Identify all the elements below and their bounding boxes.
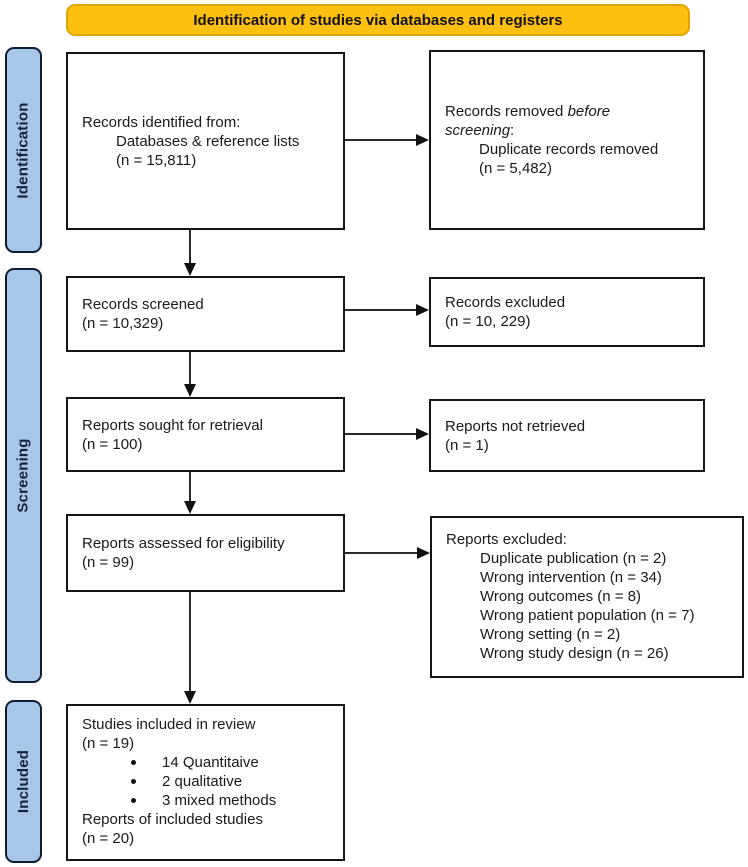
box-reports-excluded-reasons: Reports excluded: Duplicate publication … <box>430 516 744 678</box>
study-type-bullet: 14 Quantitaive <box>82 753 331 772</box>
studies-included-count1: (n = 19) <box>82 735 135 752</box>
arrow-assessed-to-included-head <box>184 691 196 704</box>
arrow-identified-to-removed-head <box>416 134 429 146</box>
excluded-reason: Wrong outcomes (n = 8) <box>480 588 642 605</box>
records-removed-detail: Duplicate records removed <box>479 141 659 158</box>
box-reports-assessed: Reports assessed for eligibility (n = 99… <box>66 514 345 592</box>
box-records-screened: Records screened (n = 10,329) <box>66 276 345 352</box>
excluded-reason: Wrong patient population (n = 7) <box>480 607 695 624</box>
studies-included-count2: (n = 20) <box>82 830 135 847</box>
records-excluded-count: (n = 10, 229) <box>445 313 531 330</box>
records-removed-line2: screening: <box>445 122 515 139</box>
arrow-screened-to-sought-head <box>184 384 196 397</box>
box-reports-sought: Reports sought for retrieval (n = 100) <box>66 397 345 472</box>
studies-included-bullet-list: 14 Quantitaive 2 qualitative 3 mixed met… <box>82 753 331 810</box>
reports-not-retrieved-count: (n = 1) <box>445 436 489 454</box>
stage-label-included-text: Included <box>15 749 32 814</box>
box-records-excluded: Records excluded (n = 10, 229) <box>429 277 705 347</box>
reports-excluded-reason-list: Duplicate publication (n = 2) Wrong inte… <box>446 549 730 663</box>
arrow-screened-to-excluded-line <box>345 309 419 311</box>
stage-label-identification-text: Identification <box>15 101 33 199</box>
arrow-assessed-to-excludedreasons-head <box>417 547 430 559</box>
arrow-assessed-to-excludedreasons-line <box>345 552 420 554</box>
reports-sought-count: (n = 100) <box>82 435 143 453</box>
studies-included-line2: Reports of included studies <box>82 811 263 828</box>
records-screened-count: (n = 10,329) <box>82 315 164 332</box>
arrow-screened-to-sought-line <box>189 352 191 386</box>
arrow-sought-to-assessed-line <box>189 472 191 503</box>
records-identified-count: (n = 15,811) <box>116 151 197 169</box>
stage-label-identification: Identification <box>5 47 42 253</box>
stage-label-screening: Screening <box>5 268 42 683</box>
excluded-reason: Wrong study design (n = 26) <box>480 645 669 662</box>
study-type-bullet: 2 qualitative <box>82 772 331 791</box>
arrow-sought-to-notretrieved-head <box>416 428 429 440</box>
arrow-sought-to-assessed-head <box>184 501 196 514</box>
records-excluded-line1: Records excluded <box>445 294 566 311</box>
box-records-identified: Records identified from: Databases & ref… <box>66 52 345 230</box>
arrow-identified-to-screened-head <box>184 263 196 276</box>
stage-label-included: Included <box>5 700 42 863</box>
reports-not-retrieved-line1: Reports not retrieved <box>445 417 586 435</box>
excluded-reason: Duplicate publication (n = 2) <box>480 550 667 567</box>
reports-excluded-title: Reports excluded: <box>446 531 567 548</box>
records-removed-count: (n = 5,482) <box>479 160 552 177</box>
box-reports-not-retrieved: Reports not retrieved (n = 1) <box>429 399 705 472</box>
reports-assessed-line1: Reports assessed for eligibility <box>82 535 285 552</box>
excluded-reason: Wrong intervention (n = 34) <box>480 569 662 586</box>
arrow-assessed-to-included-line <box>189 592 191 693</box>
records-identified-line2: Databases & reference lists <box>116 132 300 150</box>
stage-label-screening-text: Screening <box>15 438 33 513</box>
reports-sought-line1: Reports sought for retrieval <box>82 416 263 434</box>
box-records-removed: Records removed before screening: Duplic… <box>429 50 705 230</box>
records-screened-line1: Records screened <box>82 296 204 313</box>
box-studies-included: Studies included in review (n = 19) 14 Q… <box>66 704 345 861</box>
banner-identification-via-databases: Identification of studies via databases … <box>66 4 690 36</box>
banner-title: Identification of studies via databases … <box>193 11 563 29</box>
arrow-identified-to-removed-line <box>345 139 419 141</box>
records-identified-line1: Records identified from: <box>82 113 241 131</box>
arrow-screened-to-excluded-head <box>416 304 429 316</box>
reports-assessed-count: (n = 99) <box>82 554 135 571</box>
arrow-identified-to-screened-line <box>189 230 191 265</box>
arrow-sought-to-notretrieved-line <box>345 433 419 435</box>
excluded-reason: Wrong setting (n = 2) <box>480 626 621 643</box>
study-type-bullet: 3 mixed methods <box>82 791 331 810</box>
records-removed-line1: Records removed before <box>445 103 611 120</box>
studies-included-line1: Studies included in review <box>82 716 256 733</box>
